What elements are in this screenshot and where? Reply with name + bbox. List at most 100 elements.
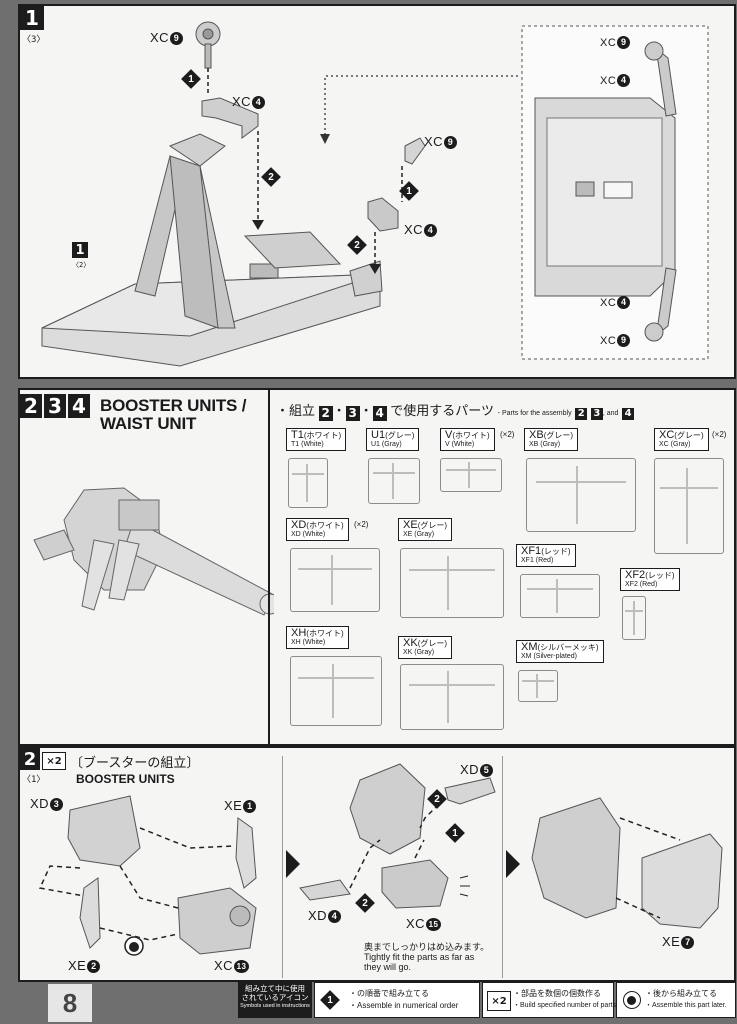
- runner-tag-v: V(ホワイト)V (White): [440, 428, 495, 451]
- legend-multiple-icon: ×2: [487, 991, 511, 1011]
- runner-tag-u1: U1(グレー)U1 (Gray): [366, 428, 420, 451]
- booster-waist-illustration: [33, 487, 274, 616]
- fit-note-jp: 奥までしっかりはめ込みます。: [364, 942, 490, 952]
- fit-note: 奥までしっかりはめ込みます。 Tightly fit the parts as …: [364, 942, 489, 972]
- runner-t1: [288, 458, 328, 508]
- legend-order-jp: ・の順番で組み立てる: [349, 989, 429, 998]
- runner-xf1: [520, 574, 600, 618]
- parts-heading-prefix: ・組立: [276, 403, 316, 418]
- icon-legend-title: 組み立て中に使用 されているアイコン Symbols used in instr…: [238, 982, 312, 1018]
- legend-order: 1 ・の順番で組み立てる ・Assemble in numerical orde…: [314, 982, 480, 1018]
- runner-xb: [526, 458, 636, 532]
- runner-xm: [518, 670, 558, 702]
- heading-step-4: 4: [372, 405, 387, 421]
- heading-en-step-3: 3: [590, 407, 603, 420]
- runner-mult-xc: (×2): [712, 430, 727, 439]
- legend-order-en: ・Assemble in numerical order: [349, 1001, 459, 1010]
- order-marker-1-right-text: 1: [406, 185, 412, 197]
- order-marker-2-right-text: 2: [354, 239, 360, 251]
- order-marker-2b-step2-text: 2: [362, 897, 368, 909]
- step2-divider-2: [502, 756, 503, 978]
- fit-note-en-1: Tightly fit the parts as far as: [364, 952, 475, 962]
- runner-tag-xh: XH(ホワイト)XH (White): [286, 626, 349, 649]
- runner-tag-xc: XC(グレー)XC (Gray): [654, 428, 709, 451]
- page-number: 8: [48, 984, 92, 1022]
- step1-number: 1: [20, 6, 44, 30]
- step1-panel: 1 〈3〉: [18, 4, 736, 379]
- step2-panel: 2 ×2 〈1〉 〔ブースターの組立〕 BOOSTER UNITS: [18, 746, 736, 982]
- runner-xd: [290, 548, 380, 612]
- step2-divider-1: [282, 756, 283, 978]
- legend-later-en: ・Assemble this part later.: [645, 1002, 727, 1009]
- legend-order-icon-text: 1: [327, 994, 333, 1006]
- flow-arrow-1: [286, 850, 300, 878]
- runner-tag-xe: XE(グレー)XE (Gray): [398, 518, 453, 541]
- legend-multiple-jp: ・部品を数個の個数作る: [513, 989, 601, 998]
- parts-panel: 2 3 4 BOOSTER UNITS / WAIST UNIT ・組立 2・3…: [18, 388, 736, 746]
- icon-legend-title-jp1: 組み立て中に使用: [245, 984, 305, 993]
- heading-step-2: 2: [318, 405, 333, 421]
- legend-later-icon: [623, 991, 641, 1009]
- step1-illustration: [41, 21, 709, 367]
- legend-multiple-en: ・Build specified number of parts.: [513, 1002, 619, 1009]
- section-steps: 2 3 4: [20, 394, 90, 418]
- step2-title-jp: 〔ブースターの組立〕: [70, 755, 200, 770]
- fit-note-en-2: they will go.: [364, 962, 412, 972]
- section-title-line1: BOOSTER UNITS /: [100, 396, 247, 415]
- runner-tag-xf1: XF1(レッド)XF1 (Red): [516, 544, 576, 567]
- section-title-line2: WAIST UNIT: [100, 414, 197, 433]
- step2-number: 2: [20, 748, 40, 770]
- heading-en-step-2: 2: [575, 407, 588, 420]
- step2-title-en: BOOSTER UNITS: [76, 772, 175, 786]
- order-marker-2-top-text: 2: [268, 171, 274, 183]
- icon-legend-title-en: Symbols used in instructions: [240, 1003, 310, 1009]
- flow-arrow-2: [506, 850, 520, 878]
- panel-divider: [268, 390, 270, 744]
- section-step-2: 2: [20, 394, 42, 418]
- runner-xc: [654, 458, 724, 554]
- section-step-4: 4: [68, 394, 90, 418]
- runner-tag-xm: XM(シルバーメッキ)XM (Silver-plated): [516, 640, 604, 663]
- runner-tag-xk: XK(グレー)XK (Gray): [398, 636, 453, 659]
- page-footer: 8 組み立て中に使用 されているアイコン Symbols used in ins…: [0, 980, 737, 1024]
- sub-step-number: 1: [72, 242, 88, 258]
- sub-step-ref: 〈2〉: [72, 261, 91, 269]
- runner-mult-xd: (×2): [354, 520, 369, 529]
- step1-ref: 〈3〉: [22, 35, 46, 45]
- heading-step-3: 3: [345, 405, 360, 421]
- runner-mult-v: (×2): [500, 430, 515, 439]
- runner-tag-xd: XD(ホワイト)XD (White): [286, 518, 349, 541]
- runner-tag-t1: T1(ホワイト)T1 (White): [286, 428, 347, 451]
- parts-heading: ・組立 2・3・4 で使用するパーツ - Parts for the assem…: [276, 400, 635, 421]
- runner-xk: [400, 664, 504, 730]
- heading-en-step-4: 4: [622, 407, 635, 420]
- runner-xf2: [622, 596, 646, 640]
- parts-heading-en: - Parts for the assembly: [497, 410, 572, 417]
- order-marker-1-top-text: 1: [188, 73, 194, 85]
- parts-heading-and: , and: [602, 410, 619, 417]
- parts-heading-mid: で使用するパーツ: [390, 403, 495, 418]
- step2-illustration: [38, 763, 723, 956]
- legend-later: ・後から組み立てる ・Assemble this part later.: [616, 982, 736, 1018]
- legend-multiple: ×2 ・部品を数個の個数作る ・Build specified number o…: [482, 982, 618, 1018]
- order-marker-1-step2-text: 1: [452, 827, 458, 839]
- runner-u1: [368, 458, 420, 504]
- runner-tag-xb: XB(グレー)XB (Gray): [524, 428, 579, 451]
